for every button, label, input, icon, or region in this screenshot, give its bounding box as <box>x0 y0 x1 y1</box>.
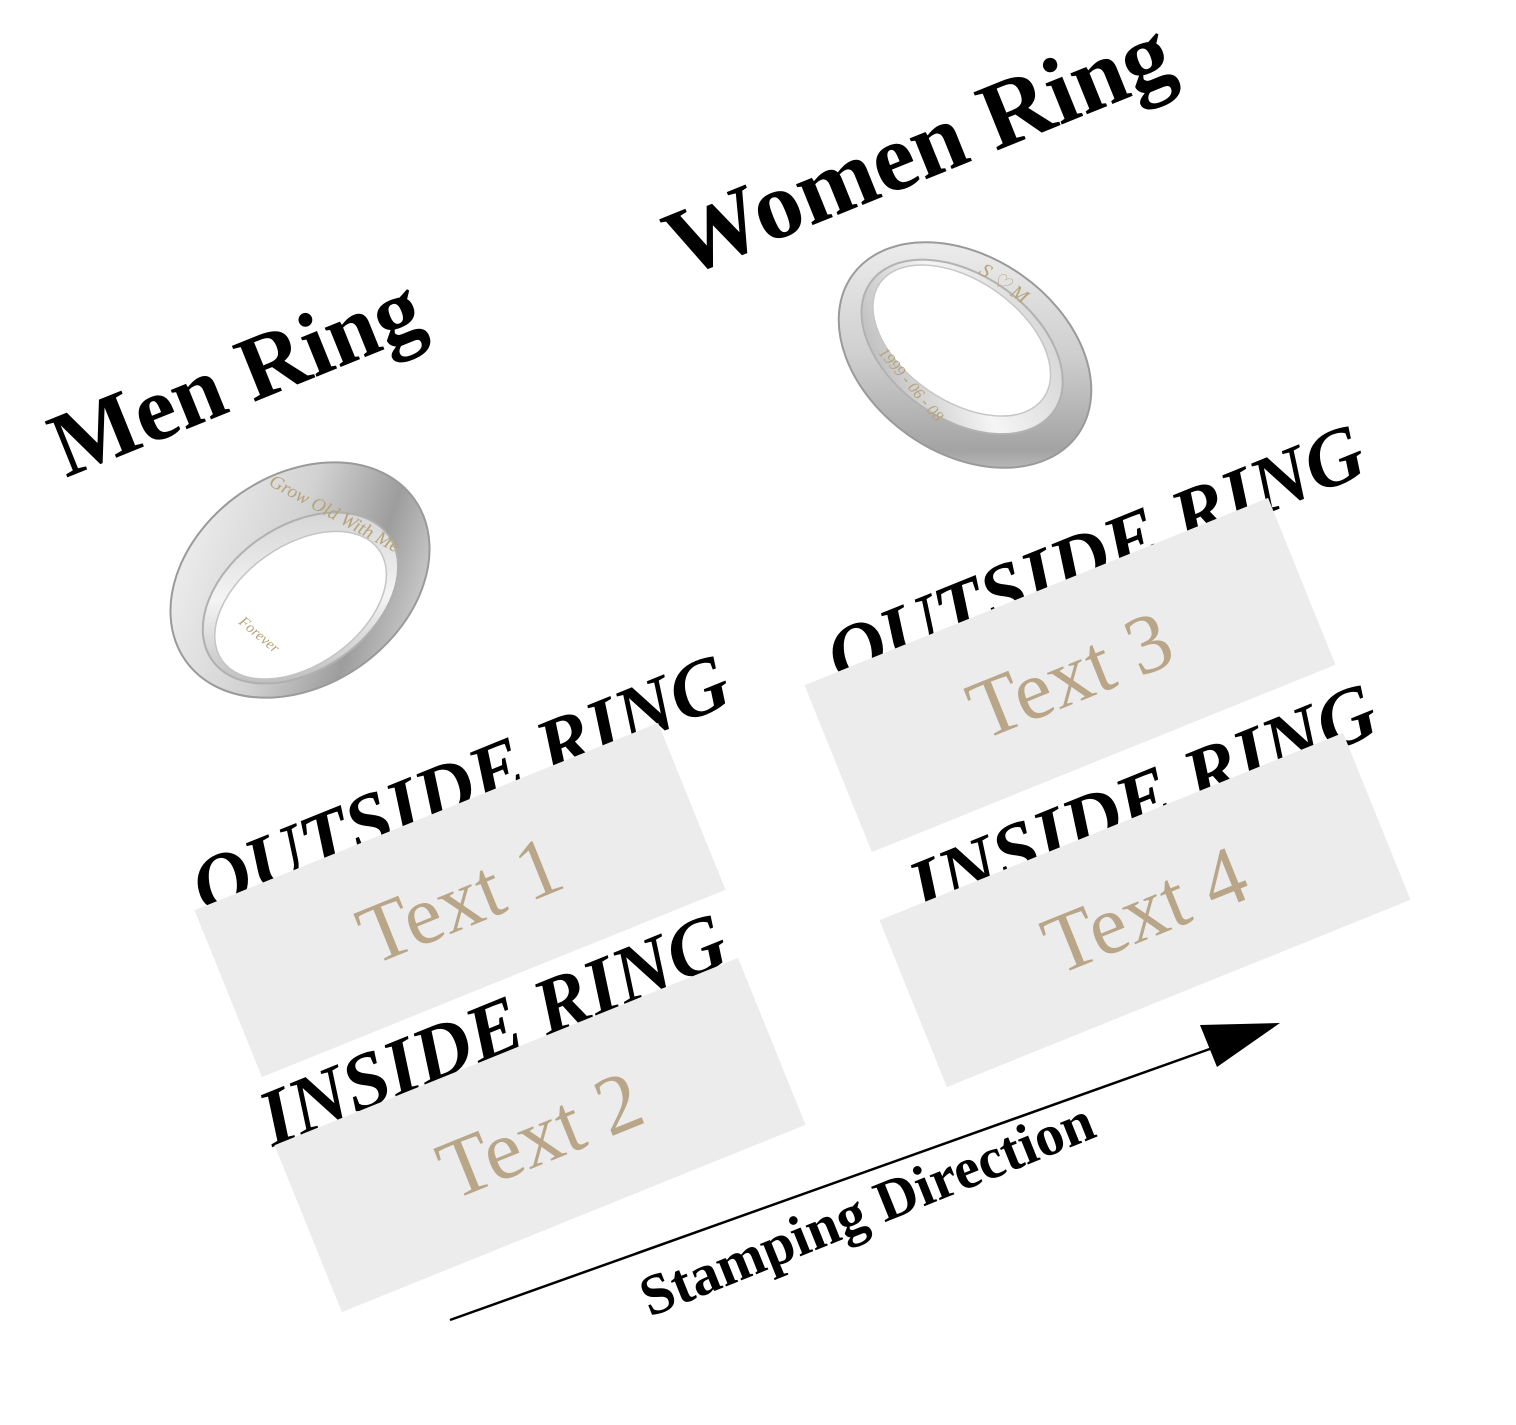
women-outside-text: Text 3 <box>954 592 1186 758</box>
women-ring-image: S ♡ M 1999 - 06 - 08 <box>837 241 1093 469</box>
men-outside-text: Text 1 <box>344 817 576 983</box>
women-inside-text: Text 4 <box>1029 827 1261 993</box>
men-ring-image: Grow Old With Me Forever <box>169 461 431 699</box>
stamping-direction-arrow-icon <box>449 1023 1280 1322</box>
